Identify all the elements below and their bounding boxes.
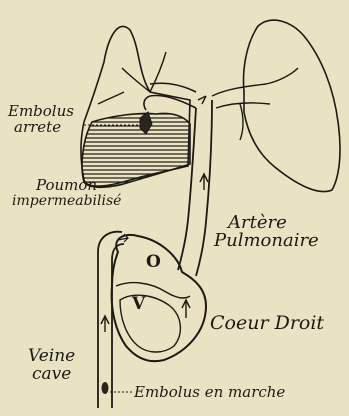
label-chamber-o: O	[146, 254, 161, 271]
right-pulmonary-branch	[212, 68, 298, 140]
ventricle-inner-wall	[120, 295, 180, 352]
branch-flow-arrow	[198, 96, 206, 104]
label-artere-2: Pulmonaire	[214, 232, 319, 250]
label-embolus-en-marche: Embolus en marche	[134, 385, 285, 400]
label-poumon-2: impermeabilisé	[12, 194, 121, 208]
artery-flow-arrow	[200, 174, 208, 190]
label-chamber-v: V	[132, 296, 145, 313]
vena-flow-arrow	[101, 316, 109, 332]
vena-cava	[98, 232, 124, 408]
label-embolus-arrete-2: arrete	[14, 120, 61, 135]
right-lung-outline	[244, 20, 340, 191]
label-poumon-1: Poumon	[36, 178, 97, 193]
label-veine-1: Veine	[28, 348, 75, 365]
av-valve-line	[116, 283, 190, 298]
label-veine-2: cave	[32, 366, 71, 383]
label-coeur-droit: Coeur Droit	[210, 314, 324, 333]
label-embolus-arrete-1: Embolus	[8, 104, 74, 119]
heart-flow-arrow	[182, 300, 190, 318]
travelling-embolus	[102, 382, 109, 394]
